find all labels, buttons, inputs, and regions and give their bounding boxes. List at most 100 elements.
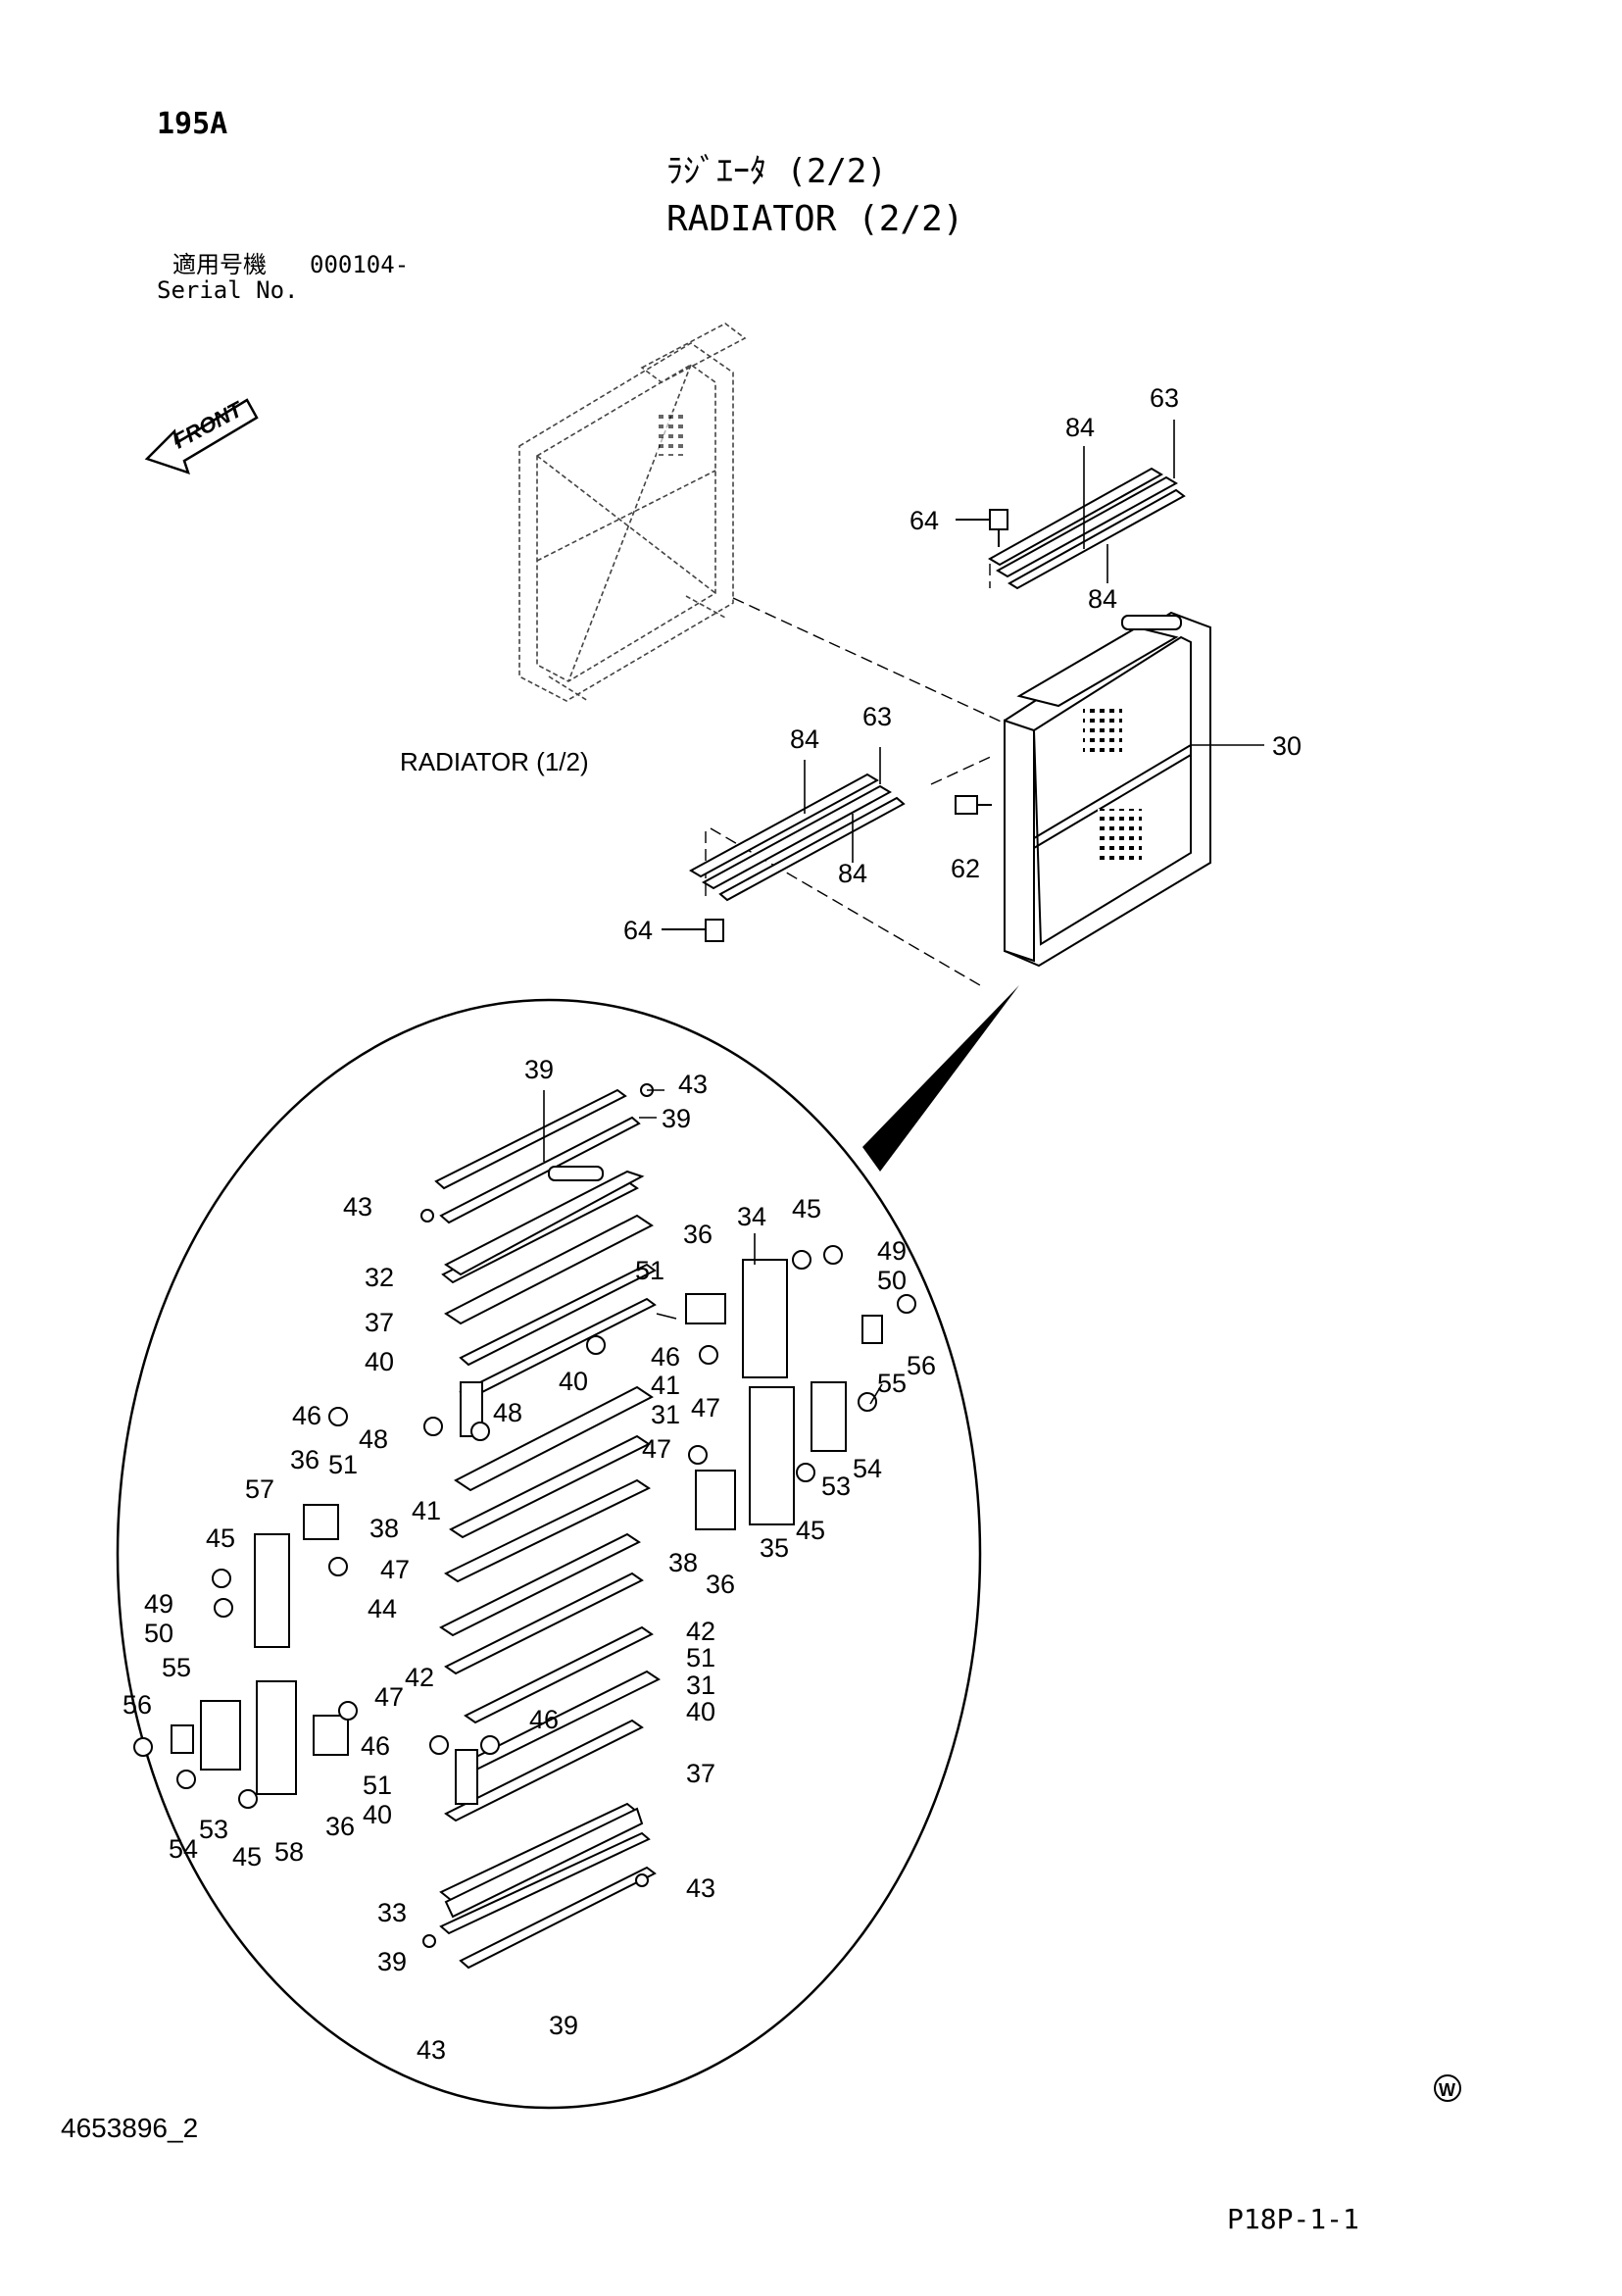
callout-label: 36 bbox=[683, 1220, 713, 1249]
radiator-2-2-assembly bbox=[1004, 611, 1211, 968]
detail-upper-tank bbox=[444, 1166, 645, 1276]
callout-label: 57 bbox=[245, 1474, 274, 1504]
callout-label: 84 bbox=[838, 859, 867, 888]
callout-label: 49 bbox=[144, 1589, 173, 1619]
callout-label: 54 bbox=[169, 1834, 198, 1864]
callout-label: 46 bbox=[361, 1731, 390, 1761]
title-english: RADIATOR (2/2) bbox=[666, 199, 964, 239]
callout-label: 46 bbox=[529, 1705, 559, 1734]
callout-label: 31 bbox=[651, 1400, 680, 1429]
callout-label: 48 bbox=[359, 1424, 388, 1454]
title-japanese: ﾗｼﾞｴｰﾀ (2/2) bbox=[666, 152, 887, 191]
radiator-1-2-label: RADIATOR (1/2) bbox=[400, 747, 589, 776]
callout-label: 56 bbox=[123, 1690, 152, 1720]
callout-label: 53 bbox=[821, 1472, 851, 1501]
maker-mark-letter: W bbox=[1439, 2080, 1455, 2100]
callout-label: 51 bbox=[635, 1256, 664, 1285]
callout-label: 38 bbox=[668, 1548, 698, 1577]
serial-value: 000104- bbox=[310, 251, 410, 278]
detail-side-brackets bbox=[171, 1259, 883, 1805]
callout-label: 55 bbox=[877, 1369, 907, 1398]
detail-bolts bbox=[133, 1083, 916, 1948]
page-code: P18P-1-1 bbox=[1227, 2203, 1359, 2235]
alignment-lines bbox=[705, 564, 1010, 986]
detail-view-boundary bbox=[116, 998, 982, 2110]
drawing-number: 4653896_2 bbox=[61, 2113, 199, 2143]
front-direction-arrow: FRONT bbox=[144, 396, 259, 474]
callout-label: 53 bbox=[199, 1815, 228, 1844]
bolt-64-lower bbox=[662, 919, 724, 942]
callout-label: 51 bbox=[328, 1450, 358, 1479]
callout-label: 44 bbox=[368, 1594, 397, 1623]
callout-label: 51 bbox=[686, 1643, 715, 1672]
radiator-core-upper bbox=[1083, 706, 1122, 755]
upper-seal-strips bbox=[988, 467, 1186, 590]
callout-label: 41 bbox=[651, 1371, 680, 1400]
callout-label: 43 bbox=[678, 1070, 708, 1099]
callout-label: 50 bbox=[144, 1619, 173, 1648]
callout-label: 54 bbox=[853, 1454, 882, 1483]
bolt-64-upper bbox=[956, 509, 1008, 547]
section-code: 195A bbox=[157, 107, 228, 141]
callout-label: 40 bbox=[365, 1347, 394, 1376]
callout-label: 39 bbox=[377, 1947, 407, 1976]
callout-label: 50 bbox=[877, 1266, 907, 1295]
callout-label: 64 bbox=[623, 916, 653, 945]
radiator-1-2-reference bbox=[518, 323, 747, 702]
callout-label: 47 bbox=[642, 1434, 671, 1464]
callout-label: 47 bbox=[380, 1555, 410, 1584]
callout-leaders bbox=[543, 420, 1264, 1405]
callout-label: 84 bbox=[1065, 413, 1095, 442]
callout-label: 84 bbox=[1088, 584, 1117, 614]
callout-label: 39 bbox=[549, 2011, 578, 2040]
callout-label: 46 bbox=[651, 1342, 680, 1372]
callout-label: 45 bbox=[232, 1842, 262, 1872]
callout-label: 37 bbox=[365, 1308, 394, 1337]
detail-seal-layers bbox=[434, 1088, 661, 1970]
callout-label: 84 bbox=[790, 724, 819, 754]
callout-label: 47 bbox=[374, 1682, 404, 1712]
callout-label: 40 bbox=[363, 1800, 392, 1829]
callout-label: 64 bbox=[909, 506, 939, 535]
callout-label: 45 bbox=[796, 1516, 825, 1545]
callout-label: 43 bbox=[417, 2035, 446, 2065]
callout-label: 39 bbox=[524, 1055, 554, 1084]
detail-lower-tank bbox=[444, 1807, 644, 1919]
lower-seal-strips bbox=[688, 773, 906, 902]
callout-label: 58 bbox=[274, 1837, 304, 1867]
callout-label: 62 bbox=[951, 854, 980, 883]
callout-label: 56 bbox=[907, 1351, 936, 1380]
callout-label: 45 bbox=[792, 1194, 821, 1223]
detail-pointer bbox=[862, 985, 1019, 1172]
serial-label-english: Serial No. bbox=[157, 276, 299, 304]
callout-label: 34 bbox=[737, 1202, 766, 1231]
callout-numbers: 63 84 64 84 30 84 63 62 84 64 39 43 39 4… bbox=[123, 383, 1302, 2065]
callout-label: 30 bbox=[1272, 731, 1302, 761]
callout-label: 46 bbox=[292, 1401, 321, 1430]
callout-label: 47 bbox=[691, 1393, 720, 1423]
callout-label: 36 bbox=[290, 1445, 319, 1474]
callout-label: 31 bbox=[686, 1671, 715, 1700]
callout-label: 32 bbox=[365, 1263, 394, 1292]
callout-label: 63 bbox=[1150, 383, 1179, 413]
callout-label: 38 bbox=[369, 1514, 399, 1543]
bolt-62 bbox=[955, 795, 992, 815]
callout-label: 51 bbox=[363, 1771, 392, 1800]
callout-label: 37 bbox=[686, 1759, 715, 1788]
callout-label: 42 bbox=[405, 1663, 434, 1692]
callout-label: 40 bbox=[559, 1367, 588, 1396]
maker-mark: W bbox=[1434, 2074, 1461, 2102]
callout-label: 36 bbox=[706, 1570, 735, 1599]
callout-label: 43 bbox=[343, 1192, 372, 1222]
callout-label: 33 bbox=[377, 1898, 407, 1927]
callout-label: 43 bbox=[686, 1873, 715, 1903]
callout-label: 41 bbox=[412, 1496, 441, 1525]
radiator-1-2-core-hatch bbox=[657, 412, 686, 456]
callout-label: 42 bbox=[686, 1617, 715, 1646]
callout-label: 49 bbox=[877, 1236, 907, 1266]
callout-label: 39 bbox=[662, 1104, 691, 1133]
callout-label: 48 bbox=[493, 1398, 522, 1427]
serial-label-japanese: 適用号機 bbox=[172, 251, 267, 278]
